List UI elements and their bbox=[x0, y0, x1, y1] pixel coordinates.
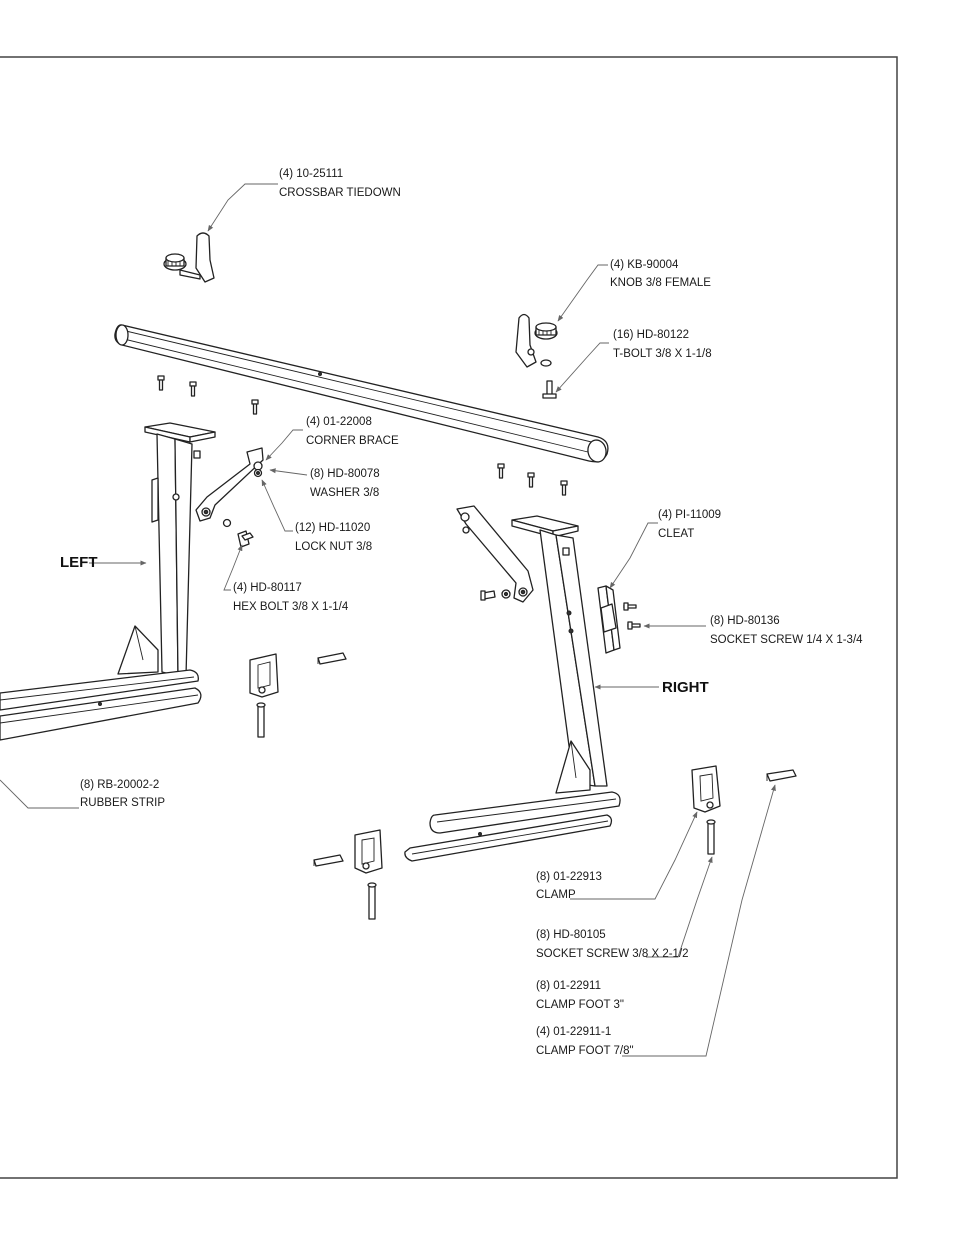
callout-crossbar-tiedown: (4) 10-25111 CROSSBAR TIEDOWN bbox=[279, 168, 401, 199]
left-clamp-foot bbox=[317, 652, 347, 665]
left-base-rail bbox=[0, 669, 202, 741]
cleat-part bbox=[597, 585, 621, 654]
callout-socket-screw-large: (8) HD-80105 SOCKET SCREW 3/8 X 2-1/2 bbox=[536, 929, 689, 960]
center-clamp bbox=[354, 829, 383, 920]
callout-washer: (8) HD-80078 WASHER 3/8 bbox=[310, 468, 380, 499]
callout-line2: SOCKET SCREW 3/8 X 2-1/2 bbox=[536, 948, 689, 960]
callout-clamp-foot-78: (4) 01-22911-1 CLAMP FOOT 7/8" bbox=[536, 1026, 634, 1057]
callout-line2: CLEAT bbox=[658, 528, 694, 540]
callout-line2: CROSSBAR TIEDOWN bbox=[279, 187, 401, 199]
callout-line2: T-BOLT 3/8 X 1-1/8 bbox=[613, 348, 712, 360]
callout-line2: CLAMP FOOT 7/8" bbox=[536, 1045, 634, 1057]
callout-line1: (16) HD-80122 bbox=[613, 329, 689, 341]
callout-line1: (8) HD-80136 bbox=[710, 615, 780, 627]
callout-line1: (4) HD-80117 bbox=[233, 582, 302, 594]
right-clamp bbox=[691, 765, 721, 855]
t-bolts-left bbox=[157, 375, 259, 415]
callout-line1: (8) RB-20002-2 bbox=[80, 779, 159, 791]
callout-line1: (8) HD-80078 bbox=[310, 468, 380, 480]
right-clamp-foot bbox=[766, 769, 797, 782]
leader-lines bbox=[0, 183, 776, 1057]
callout-clamp-foot-3: (8) 01-22911 CLAMP FOOT 3" bbox=[536, 980, 624, 1011]
t-bolt-part bbox=[542, 380, 557, 399]
callout-line1: (4) KB-90004 bbox=[610, 259, 679, 271]
callout-line1: (8) HD-80105 bbox=[536, 929, 606, 941]
callout-knob: (4) KB-90004 KNOB 3/8 FEMALE bbox=[610, 259, 711, 289]
callout-lock-nut: (12) HD-11020 LOCK NUT 3/8 bbox=[295, 522, 372, 553]
callout-line2: LOCK NUT 3/8 bbox=[295, 541, 372, 553]
callout-clamp: (8) 01-22913 CLAMP bbox=[536, 871, 602, 901]
callout-line1: (4) 01-22911-1 bbox=[536, 1026, 611, 1038]
callout-line1: (8) 01-22913 bbox=[536, 871, 602, 883]
callout-line2: CLAMP bbox=[536, 889, 576, 901]
left-corner-brace bbox=[195, 447, 264, 528]
callout-line1: (4) PI-11009 bbox=[658, 509, 721, 521]
callout-line2: WASHER 3/8 bbox=[310, 487, 379, 499]
right-side-label: RIGHT bbox=[662, 679, 709, 696]
hex-bolt-right-part bbox=[480, 590, 496, 601]
callout-line2: HEX BOLT 3/8 X 1-1/4 bbox=[233, 601, 349, 613]
callout-rubber-strip: (8) RB-20002-2 RUBBER STRIP bbox=[80, 779, 165, 809]
callout-line1: (8) 01-22911 bbox=[536, 980, 601, 992]
callout-hex-bolt: (4) HD-80117 HEX BOLT 3/8 X 1-1/4 bbox=[233, 582, 349, 613]
callout-line2: RUBBER STRIP bbox=[80, 797, 165, 809]
callout-line1: (4) 01-22008 bbox=[306, 416, 372, 428]
callout-cleat: (4) PI-11009 CLEAT bbox=[658, 509, 721, 540]
callout-line1: (12) HD-11020 bbox=[295, 522, 370, 534]
left-upright bbox=[117, 422, 216, 677]
left-clamp bbox=[249, 653, 279, 738]
callout-corner-brace: (4) 01-22008 CORNER BRACE bbox=[306, 416, 399, 447]
callout-t-bolt: (16) HD-80122 T-BOLT 3/8 X 1-1/8 bbox=[613, 329, 712, 360]
callout-socket-screw-small: (8) HD-80136 SOCKET SCREW 1/4 X 1-3/4 bbox=[710, 615, 863, 646]
center-clamp-foot bbox=[313, 854, 344, 867]
page-frame bbox=[0, 56, 898, 1179]
callout-line2: KNOB 3/8 FEMALE bbox=[610, 277, 711, 289]
callout-line2: CORNER BRACE bbox=[306, 435, 399, 447]
right-base-rail bbox=[404, 791, 621, 862]
hex-bolt-part bbox=[237, 530, 254, 548]
callout-line2: CLAMP FOOT 3" bbox=[536, 999, 624, 1011]
knob-tiedown-part bbox=[515, 313, 558, 368]
left-side-label: LEFT bbox=[60, 554, 98, 571]
crossbar bbox=[114, 324, 609, 463]
callout-line1: (4) 10-25111 bbox=[279, 168, 343, 180]
right-upright bbox=[511, 515, 608, 794]
right-corner-brace bbox=[456, 505, 534, 603]
t-bolts-right bbox=[497, 463, 568, 496]
crossbar-tiedown-part bbox=[163, 232, 215, 283]
small-socket-screws bbox=[623, 602, 641, 630]
callout-line2: SOCKET SCREW 1/4 X 1-3/4 bbox=[710, 634, 863, 646]
